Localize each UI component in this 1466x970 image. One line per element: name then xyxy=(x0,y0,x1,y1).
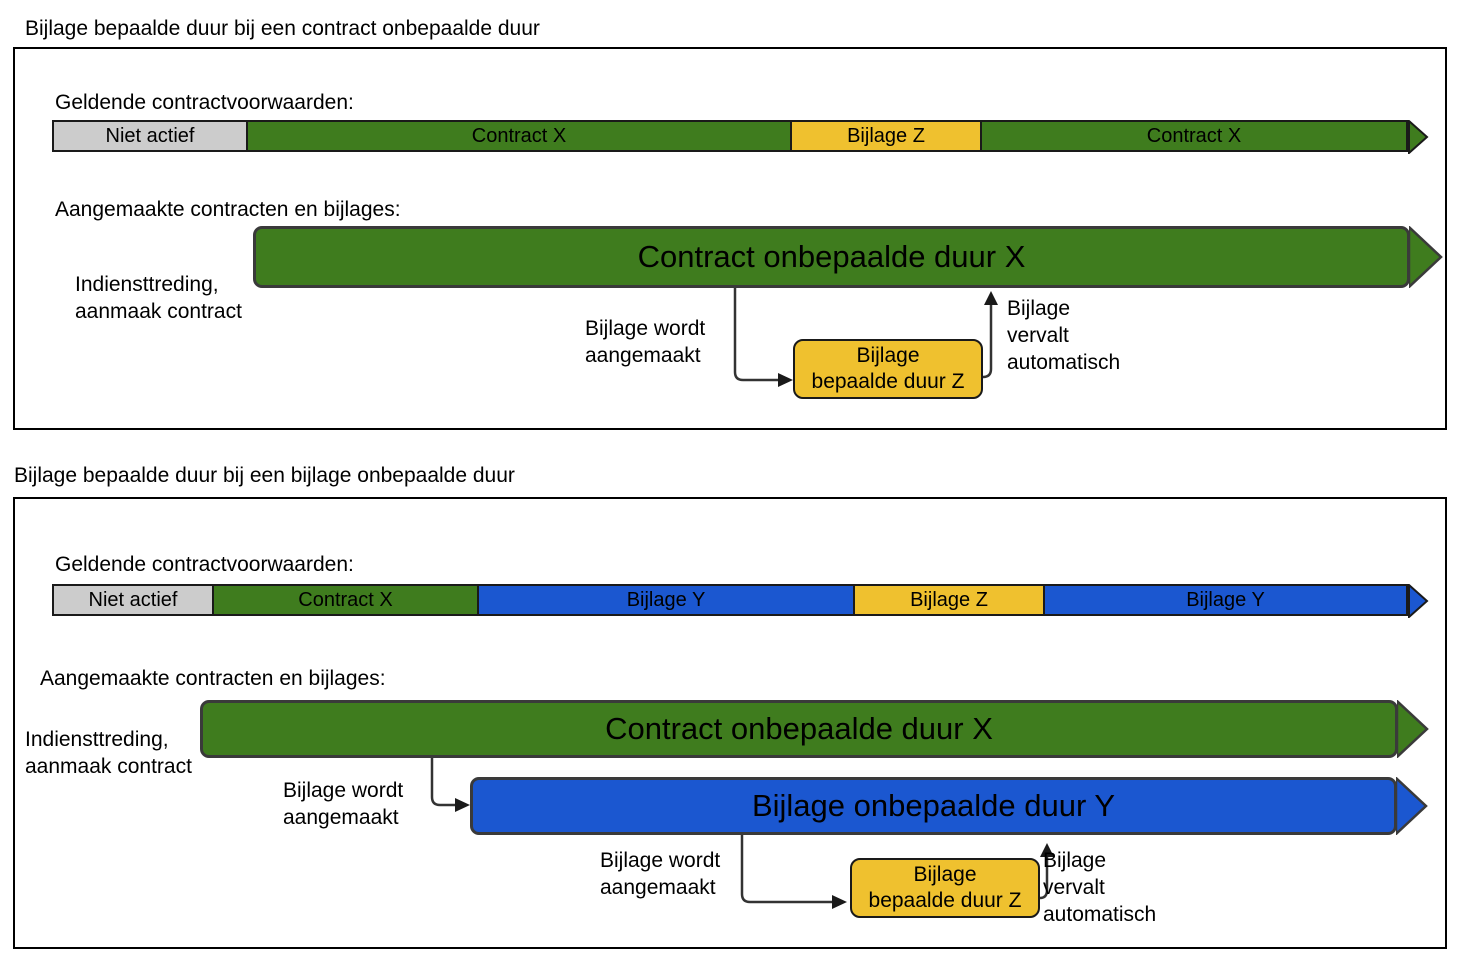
annex-expires-connector xyxy=(982,291,998,379)
annex-created-connector xyxy=(733,288,793,387)
annex-expires-connector xyxy=(1039,843,1054,900)
bijlage-onbepaalde-duur-bar: Bijlage onbepaalde duur Y xyxy=(470,777,1397,835)
contract-onbepaalde-duur-bar: Contract onbepaalde duur X xyxy=(253,226,1410,288)
conditions-timeline: Niet actief Contract X Bijlage Z Contrac… xyxy=(52,120,1408,152)
annex-bepaalde-duur-box: Bijlage bepaalde duur Z xyxy=(793,339,983,399)
timeline-segment-contract-x-2: Contract X xyxy=(980,122,1406,150)
timeline-arrow-tip xyxy=(1408,584,1429,618)
panel1-frame: Geldende contractvoorwaarden: Niet actie… xyxy=(13,47,1447,430)
hire-note: Indiensttreding, aanmaak contract xyxy=(75,273,242,323)
annex-created-note: Bijlage wordt aangemaakt xyxy=(585,317,706,367)
conditions-label: Geldende contractvoorwaarden: xyxy=(55,553,354,576)
created-label: Aangemaakte contracten en bijlages: xyxy=(55,198,401,221)
timeline-arrow-tip xyxy=(1408,120,1429,154)
annex-bar-arrow-tip xyxy=(1396,777,1428,835)
annex-bar-created-connector xyxy=(430,758,470,812)
timeline-segment-niet-actief: Niet actief xyxy=(54,122,246,150)
annex-expires-note: Bijlage vervalt automatisch xyxy=(1007,297,1121,374)
timeline-segment-bijlage-y-2: Bijlage Y xyxy=(1043,586,1406,614)
timeline-segment-contract-x: Contract X xyxy=(212,586,477,614)
conditions-timeline: Niet actief Contract X Bijlage Y Bijlage… xyxy=(52,584,1408,616)
contract-bar-arrow-tip xyxy=(1397,700,1429,758)
timeline-segment-bijlage-z: Bijlage Z xyxy=(790,122,980,150)
hire-note: Indiensttreding, aanmaak contract xyxy=(25,728,192,778)
annex-created-note-1: Bijlage wordt aangemaakt xyxy=(283,779,404,829)
conditions-label: Geldende contractvoorwaarden: xyxy=(55,91,354,114)
timeline-segment-niet-actief: Niet actief xyxy=(54,586,212,614)
annex-bepaalde-duur-box: Bijlage bepaalde duur Z xyxy=(850,858,1040,918)
timeline-segment-bijlage-z: Bijlage Z xyxy=(853,586,1043,614)
annex-created-note-2: Bijlage wordt aangemaakt xyxy=(600,849,721,899)
annex-box-created-connector xyxy=(740,835,847,909)
timeline-segment-contract-x: Contract X xyxy=(246,122,790,150)
panel2-title: Bijlage bepaalde duur bij een bijlage on… xyxy=(14,464,515,487)
timeline-segment-bijlage-y: Bijlage Y xyxy=(477,586,853,614)
panel2-frame: Geldende contractvoorwaarden: Niet actie… xyxy=(13,497,1447,949)
contract-onbepaalde-duur-bar: Contract onbepaalde duur X xyxy=(200,700,1398,758)
annex-expires-note: Bijlage vervalt automatisch xyxy=(1043,849,1157,926)
contract-bar-arrow-tip xyxy=(1409,226,1443,288)
created-label: Aangemaakte contracten en bijlages: xyxy=(40,667,386,690)
panel1-title: Bijlage bepaalde duur bij een contract o… xyxy=(25,17,540,40)
